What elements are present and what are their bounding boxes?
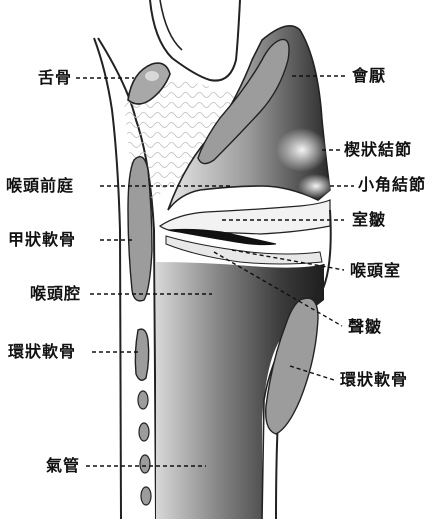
label-laryngeal-cavity: 喉頭腔 [30,285,81,303]
label-corniculate: 小角結節 [358,176,426,194]
label-vocal-fold: 聲皺 [348,318,382,336]
tongue-outline-inner [160,0,182,50]
label-hyoid: 舌骨 [38,69,72,87]
label-laryngeal-ventricle: 喉頭室 [350,262,401,280]
thyroid-cartilage [128,157,152,301]
label-ventricular-fold: 室皺 [352,211,386,229]
anterior-wall-outer [94,38,121,519]
cuneiform-tubercle [276,128,328,172]
hyoid-marrow [145,71,159,81]
label-epiglottis: 會厭 [352,67,386,85]
label-vestibule: 喉頭前庭 [6,177,74,195]
tracheal-ring-2 [139,423,149,441]
corniculate-tubercle [298,174,334,198]
label-cricoid-left: 環狀軟骨 [8,343,76,361]
tracheal-ring-4 [141,487,151,505]
label-trachea: 氣管 [46,457,80,475]
tracheal-ring-1 [138,391,148,409]
label-cuneiform: 楔狀結節 [344,141,412,159]
tracheal-ring-3 [140,455,150,473]
cricoid-cartilage-anterior [135,329,148,380]
label-cricoid-right: 環狀軟骨 [340,371,408,389]
label-thyroid-cartilage: 甲狀軟骨 [8,231,76,249]
